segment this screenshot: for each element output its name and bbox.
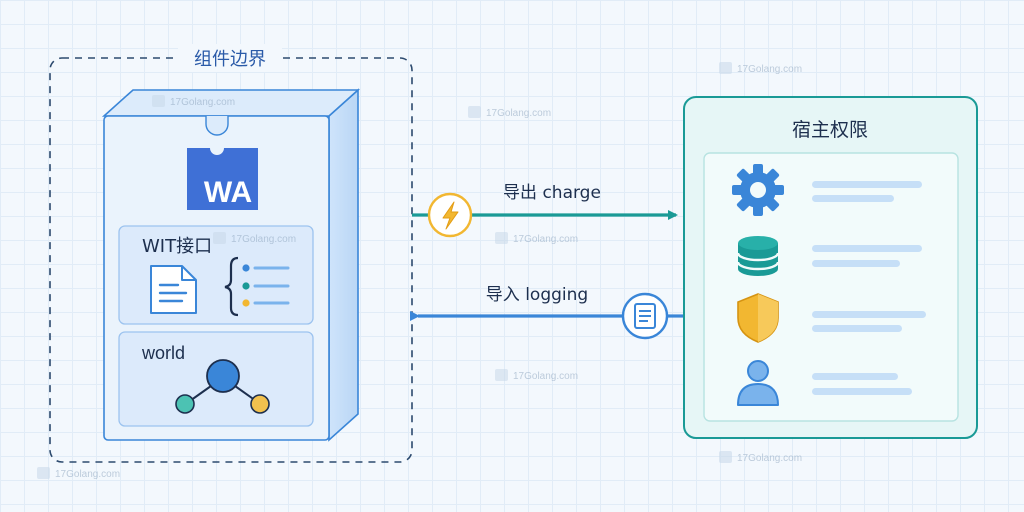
export-arrow: 导出 charge bbox=[412, 183, 678, 238]
watermarks: 17Golang.com 17Golang.com 17Golang.com 1… bbox=[37, 62, 802, 480]
wit-interface-panel: WIT接口 bbox=[118, 225, 314, 325]
wit-title: WIT接口 bbox=[142, 236, 212, 257]
watermark: 17Golang.com bbox=[468, 106, 551, 119]
permission-row-4-lines bbox=[812, 373, 912, 395]
import-arrow: 导入 logging bbox=[410, 285, 684, 340]
svg-text:17Golang.com: 17Golang.com bbox=[486, 108, 551, 119]
watermark: 17Golang.com bbox=[719, 62, 802, 75]
interface-list-icon bbox=[224, 256, 290, 317]
watermark: 17Golang.com bbox=[495, 369, 578, 382]
svg-text:17Golang.com: 17Golang.com bbox=[55, 469, 120, 480]
boundary-label: 组件边界 bbox=[194, 49, 266, 70]
wa-badge-text: WA bbox=[204, 176, 252, 209]
svg-text:17Golang.com: 17Golang.com bbox=[231, 234, 296, 245]
import-label: 导入 logging bbox=[486, 285, 588, 305]
wasm-component: WA WIT接口 bbox=[101, 88, 361, 442]
lightning-icon bbox=[427, 192, 473, 238]
component-boundary: 组件边界 bbox=[49, 44, 413, 463]
svg-text:17Golang.com: 17Golang.com bbox=[737, 64, 802, 75]
user-icon bbox=[737, 360, 779, 406]
svg-text:17Golang.com: 17Golang.com bbox=[737, 453, 802, 464]
svg-text:17Golang.com: 17Golang.com bbox=[513, 371, 578, 382]
svg-text:17Golang.com: 17Golang.com bbox=[170, 97, 235, 108]
permission-row-3-lines bbox=[812, 311, 926, 332]
permission-row-2-lines bbox=[812, 245, 922, 267]
export-label: 导出 charge bbox=[503, 183, 601, 203]
watermark: 17Golang.com bbox=[213, 232, 296, 245]
gear-icon bbox=[732, 164, 784, 216]
world-title: world bbox=[141, 343, 185, 363]
permission-row-1-lines bbox=[812, 181, 922, 202]
host-title: 宿主权限 bbox=[792, 119, 868, 141]
shield-icon bbox=[737, 293, 779, 343]
watermark: 17Golang.com bbox=[719, 451, 802, 464]
document-icon bbox=[150, 265, 197, 314]
svg-text:17Golang.com: 17Golang.com bbox=[513, 234, 578, 245]
watermark: 17Golang.com bbox=[37, 467, 120, 480]
wa-badge-icon: WA bbox=[187, 148, 258, 210]
world-panel: world bbox=[118, 331, 314, 427]
log-document-icon bbox=[621, 292, 669, 340]
world-graph-icon bbox=[175, 359, 270, 414]
host-permissions: 宿主权限 bbox=[683, 96, 978, 439]
watermark: 17Golang.com bbox=[152, 95, 235, 108]
database-icon bbox=[736, 236, 780, 276]
watermark: 17Golang.com bbox=[495, 232, 578, 245]
